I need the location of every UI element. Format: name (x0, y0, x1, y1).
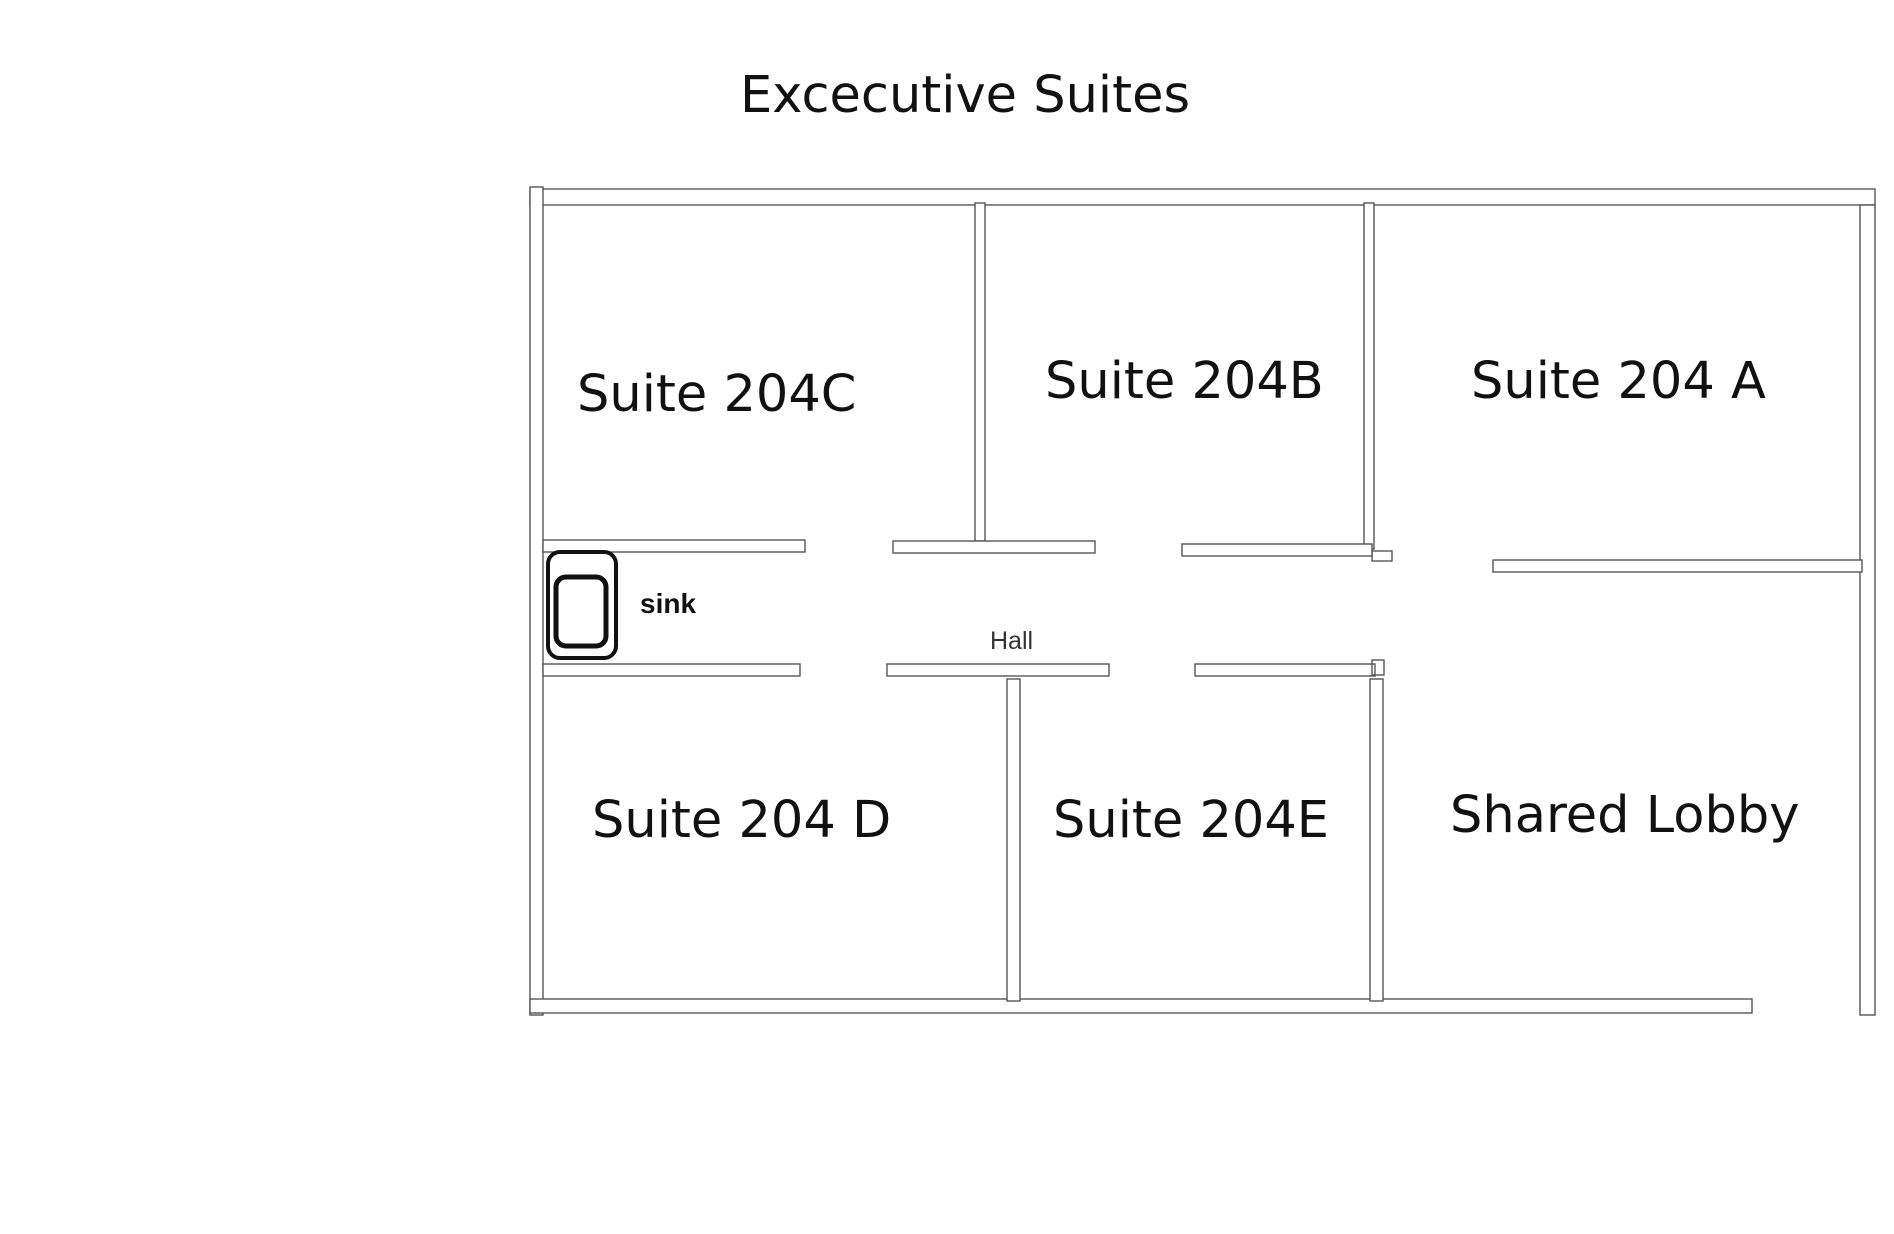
hall-top-segment-3 (1181, 543, 1373, 557)
hall-top-segment-2 (892, 540, 1096, 554)
wall-right (1859, 204, 1876, 1016)
lobby-top-segment (1492, 559, 1863, 573)
sink-basin (553, 574, 609, 649)
wall-204b-204a (1363, 202, 1375, 550)
wall-204c-204b (974, 202, 986, 542)
wall-top (529, 188, 1876, 206)
room-label-suite-204e: Suite 204E (1053, 791, 1329, 850)
upper-hall-walls (542, 539, 1863, 573)
room-label-suite-204d: Suite 204 D (592, 791, 891, 850)
hall-bottom-segment-3 (1194, 663, 1376, 677)
hall-bottom-segment-2 (886, 663, 1110, 677)
wall-204e-lobby (1369, 678, 1384, 1002)
sink-label: sink (640, 588, 696, 619)
hall-bottom-segment-1 (542, 663, 801, 677)
room-label-suite-204c: Suite 204C (577, 365, 856, 424)
lower-partitions (1006, 678, 1384, 1002)
wall-204b-204a-jog (1371, 550, 1393, 562)
hall-bottom-jog (1371, 659, 1385, 676)
plan-title: Excecutive Suites (740, 66, 1190, 125)
wall-204d-204e (1006, 678, 1021, 1002)
hall-top-segment-1 (542, 539, 806, 553)
room-label-suite-204a: Suite 204 A (1471, 352, 1766, 411)
outer-walls (529, 186, 1876, 1016)
wall-left (529, 186, 544, 1016)
sink-fixture (546, 550, 618, 660)
hall-label: Hall (990, 627, 1033, 655)
room-label-shared-lobby: Shared Lobby (1450, 786, 1799, 845)
room-label-suite-204b: Suite 204B (1045, 352, 1324, 411)
lower-hall-walls (542, 659, 1385, 677)
wall-bottom (529, 998, 1753, 1014)
